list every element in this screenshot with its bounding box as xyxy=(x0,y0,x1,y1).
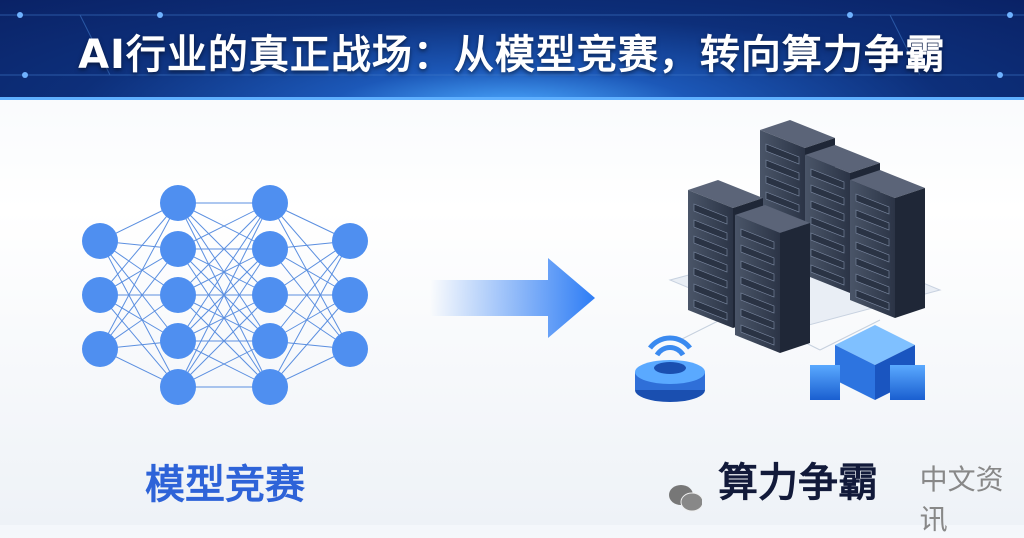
network-edge xyxy=(177,202,271,296)
network-edge xyxy=(269,294,351,388)
right-arrow-icon xyxy=(430,258,595,338)
network-edge xyxy=(99,240,179,342)
watermark-text: 中文资讯 xyxy=(919,463,1004,536)
network-node xyxy=(252,277,288,313)
network-node xyxy=(332,331,368,367)
network-edge xyxy=(177,202,271,388)
network-edge xyxy=(177,294,271,388)
network-edge xyxy=(99,202,179,350)
network-edge xyxy=(269,240,351,342)
network-edge xyxy=(269,202,351,296)
data-center-illustration xyxy=(635,120,942,402)
network-node xyxy=(252,369,288,405)
network-node xyxy=(160,185,196,221)
network-node xyxy=(252,231,288,267)
network-node xyxy=(160,323,196,359)
header-banner: AI行业的真正战场：从模型竞赛，转向算力争霸 xyxy=(0,0,1024,100)
network-node xyxy=(160,277,196,313)
network-switch-icon xyxy=(810,325,925,400)
network-edge xyxy=(177,248,271,388)
network-node xyxy=(160,369,196,405)
server-rack-icon xyxy=(850,170,925,318)
network-edge xyxy=(269,202,351,350)
network-edge xyxy=(99,240,179,388)
network-node xyxy=(252,323,288,359)
network-edge xyxy=(99,202,179,296)
wifi-router-icon xyxy=(635,335,705,402)
network-node xyxy=(332,277,368,313)
model-competition-label: 模型竞赛 xyxy=(145,462,305,508)
network-node xyxy=(160,231,196,267)
page-title: AI行业的真正战场：从模型竞赛，转向算力争霸 xyxy=(78,32,946,78)
compute-battle-label: 算力争霸 xyxy=(718,460,878,506)
network-edge xyxy=(99,294,179,388)
network-node xyxy=(332,223,368,259)
wechat-icon xyxy=(669,485,702,512)
network-edge xyxy=(99,248,179,350)
neural-network-diagram xyxy=(82,185,368,405)
banner-network-decoration xyxy=(0,12,1024,78)
network-edge xyxy=(269,240,351,388)
network-edge xyxy=(269,248,351,350)
network-node xyxy=(252,185,288,221)
network-node xyxy=(82,331,118,367)
network-edge xyxy=(177,202,271,342)
network-node xyxy=(82,223,118,259)
network-node xyxy=(82,277,118,313)
server-rack-icon xyxy=(735,205,810,353)
